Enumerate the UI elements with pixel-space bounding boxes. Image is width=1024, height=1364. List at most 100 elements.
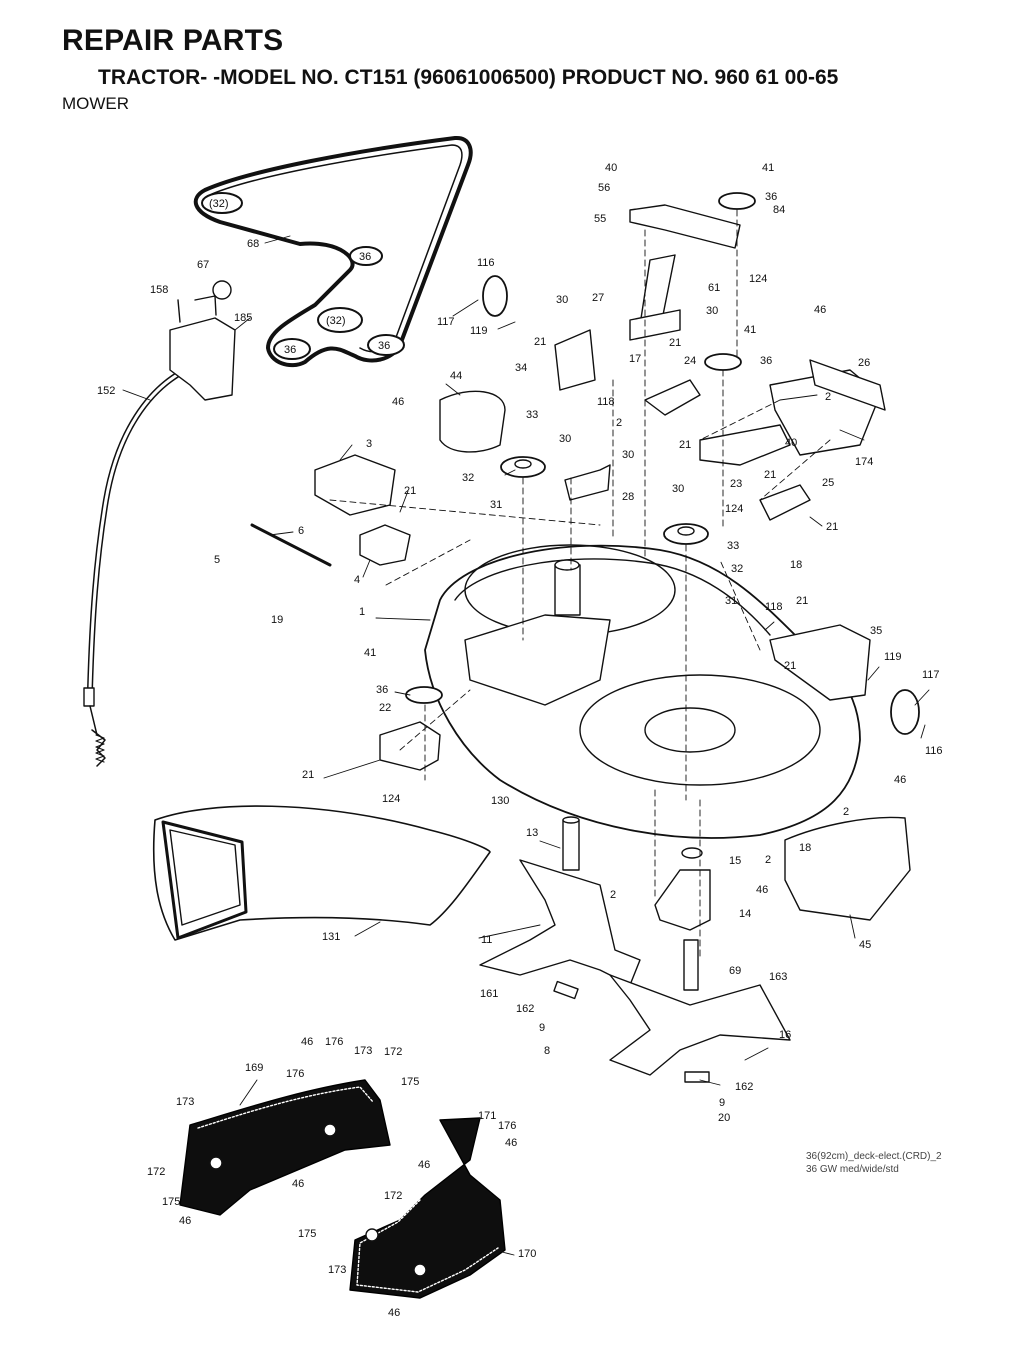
part-number-label: 46 (418, 1159, 430, 1171)
part-number-label: 11 (481, 934, 492, 946)
part-number-label: 131 (322, 931, 340, 943)
pulley-label: 36 (359, 251, 371, 263)
part-number-label: 24 (684, 355, 696, 367)
part-number-label: 55 (594, 213, 606, 225)
part-number-label: 171 (478, 1110, 496, 1122)
part-number-label: 172 (384, 1190, 402, 1202)
page-title: REPAIR PARTS (62, 24, 284, 57)
part-number-label: 158 (150, 284, 168, 296)
part-number-label: 30 (622, 449, 634, 461)
drawing-reference-line: 36 GW med/wide/std (806, 1164, 899, 1175)
part-number-label: 31 (725, 595, 737, 607)
part-number-label: 19 (271, 614, 283, 626)
part-number-label: 36 (376, 684, 388, 696)
part-number-label: 124 (725, 503, 743, 515)
part-number-label: 23 (730, 478, 742, 490)
drawing-reference-line: 36(92cm)_deck-elect.(CRD)_2 (806, 1151, 942, 1162)
part-number-label: 21 (764, 469, 776, 481)
part-number-label: 6 (298, 525, 304, 537)
part-number-label: 14 (739, 908, 751, 920)
alignment-lines (329, 209, 831, 961)
part-number-label: 46 (756, 884, 768, 896)
part-number-label: 56 (598, 182, 610, 194)
lift-bracket (169, 280, 236, 401)
part-number-label: 21 (679, 439, 691, 451)
part-number-label: 30 (559, 433, 571, 445)
part-number-label: 35 (870, 625, 882, 637)
part-number-label: 130 (491, 795, 509, 807)
part-number-label: 17 (629, 353, 641, 365)
part-number-label: 67 (197, 259, 209, 271)
part-number-label: 28 (622, 491, 634, 503)
grass-chute (152, 805, 491, 941)
part-number-label: 2 (843, 806, 849, 818)
part-number-label: 170 (518, 1248, 536, 1260)
part-number-label: 15 (729, 855, 741, 867)
part-number-label: 5 (214, 554, 220, 566)
part-number-label: 175 (401, 1076, 419, 1088)
part-number-label: 116 (925, 745, 943, 757)
part-number-label: 41 (744, 324, 756, 336)
part-number-label: 117 (922, 669, 940, 681)
part-number-label: 119 (884, 651, 902, 663)
part-number-label: 1 (359, 606, 365, 618)
leader-lines (122, 235, 930, 1256)
part-number-label: 46 (388, 1307, 400, 1319)
part-number-label: 36 (765, 191, 777, 203)
part-number-label: 116 (477, 257, 495, 269)
mulch-plates (179, 1079, 506, 1299)
part-number-label: 41 (762, 162, 774, 174)
part-number-label: 30 (706, 305, 718, 317)
part-number-label: 46 (179, 1215, 191, 1227)
part-number-label: 21 (404, 485, 416, 497)
part-number-label: 32 (462, 472, 474, 484)
pulley-labels: (32) 36 (32) 36 36 (209, 198, 390, 356)
part-number-label: 21 (534, 336, 546, 348)
part-number-label: 40 (605, 162, 617, 174)
part-number-label: 33 (526, 409, 538, 421)
part-number-label: 169 (245, 1062, 263, 1074)
part-number-label: 185 (234, 312, 252, 324)
part-number-label: 176 (498, 1120, 516, 1132)
pulley-label: 36 (378, 340, 390, 352)
part-number-label: 152 (97, 385, 115, 397)
pulley-assemblies (250, 192, 920, 771)
pulley-label: (32) (209, 198, 229, 210)
part-number-label: 2 (616, 417, 622, 429)
part-number-label: 162 (516, 1003, 534, 1015)
part-number-label: 21 (302, 769, 314, 781)
part-number-label: 46 (301, 1036, 313, 1048)
part-number-label: 21 (784, 660, 796, 672)
part-number-label: 175 (298, 1228, 316, 1240)
part-number-label: 162 (735, 1081, 753, 1093)
part-number-label: 161 (480, 988, 498, 1000)
part-number-label: 21 (669, 337, 681, 349)
part-number-label: 21 (796, 595, 808, 607)
part-number-label: 4 (354, 574, 360, 586)
part-number-label: 124 (749, 273, 767, 285)
part-number-label: 163 (769, 971, 787, 983)
part-number-label: 34 (515, 362, 527, 374)
part-number-label: 26 (858, 357, 870, 369)
part-number-label: 118 (765, 601, 783, 613)
part-number-label: 18 (799, 842, 811, 854)
part-number-label: 175 (162, 1196, 180, 1208)
part-number-label: 117 (437, 316, 455, 328)
part-number-label: 25 (822, 477, 834, 489)
mower-deck (424, 544, 861, 839)
part-number-label: 9 (539, 1022, 545, 1034)
part-number-label: 3 (366, 438, 372, 450)
part-number-label: 18 (790, 559, 802, 571)
part-number-label: 9 (719, 1097, 725, 1109)
control-cable (83, 369, 185, 767)
part-number-label: 46 (292, 1178, 304, 1190)
part-number-label: 13 (526, 827, 538, 839)
drawing-reference: 36(92cm)_deck-elect.(CRD)_2 36 GW med/wi… (806, 1150, 942, 1176)
part-number-label: 174 (855, 456, 873, 468)
part-number-label: 61 (708, 282, 720, 294)
belt-pulley (201, 192, 405, 360)
part-number-label: 30 (556, 294, 568, 306)
part-number-label: 68 (247, 238, 259, 250)
part-number-label: 45 (859, 939, 871, 951)
